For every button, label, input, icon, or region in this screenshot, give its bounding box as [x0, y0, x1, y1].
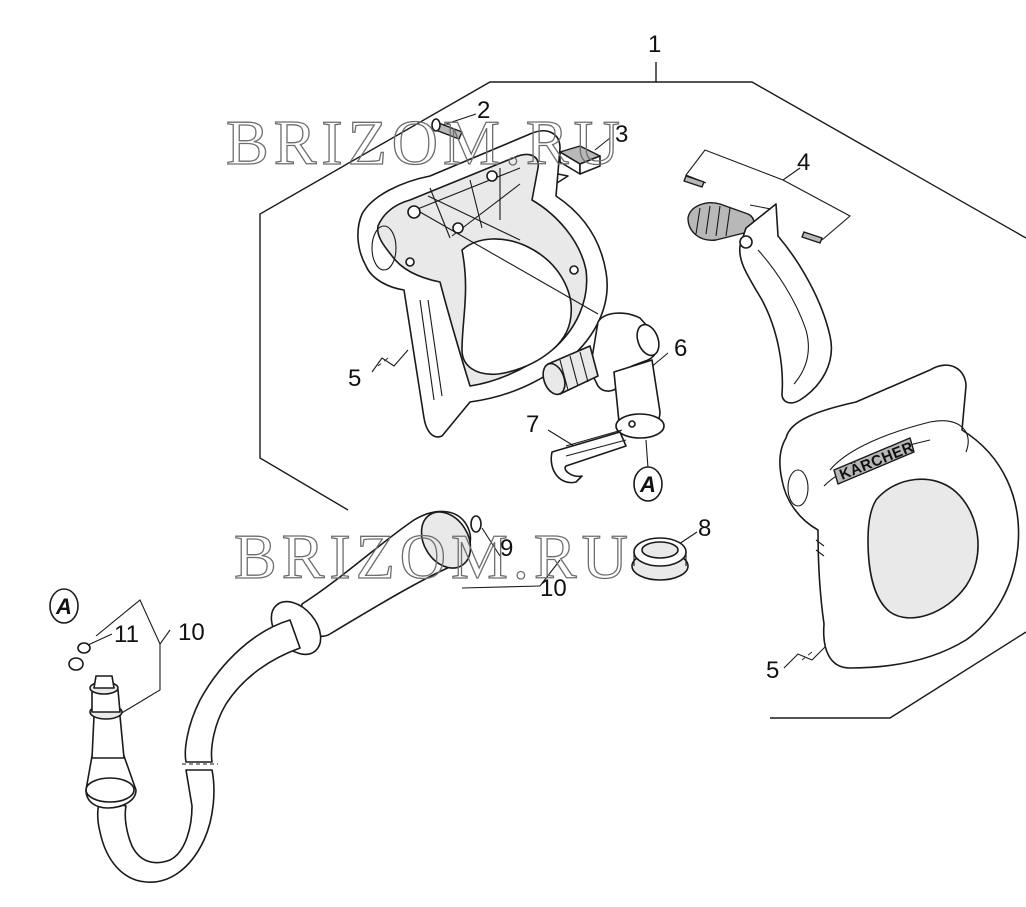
watermark-middle: BRIZOM.RU — [234, 521, 633, 592]
watermark-top: BRIZOM.RU — [226, 107, 625, 178]
watermarks: BRIZOM.RU BRIZOM.RU — [225, 106, 633, 592]
callout-11: 11 — [114, 621, 139, 648]
callout-10-middle: 10 — [540, 575, 567, 602]
part-trigger-lock-3 — [533, 145, 601, 191]
part-housing-half-left — [357, 130, 608, 438]
callout-8: 8 — [698, 515, 711, 542]
part-swivel-fitting-6 — [542, 312, 665, 439]
callout-5-upper: 5 — [348, 365, 361, 392]
marker-a-label: A — [55, 594, 72, 619]
callout-9: 9 — [500, 535, 513, 562]
callout-10-left: 10 — [178, 619, 205, 646]
callout-2: 2 — [477, 97, 490, 124]
callout-7: 7 — [526, 411, 539, 438]
part-screw-5 — [377, 357, 813, 661]
callout-1: 1 — [648, 31, 661, 58]
part-clip-7 — [550, 429, 627, 484]
part-pin-2 — [431, 118, 463, 140]
connection-marker-a-lower: A — [49, 588, 79, 624]
leader-lines — [87, 113, 851, 721]
part-nut-8 — [631, 537, 689, 581]
callout-3: 3 — [615, 121, 628, 148]
part-hose-10 — [96, 510, 472, 883]
part-housing-half-right: KÄRCHER — [779, 364, 1020, 669]
callout-5-lower: 5 — [766, 657, 779, 684]
marker-a-label: A — [639, 472, 656, 497]
callout-6: 6 — [674, 335, 687, 362]
connection-marker-a-upper: A — [633, 466, 663, 502]
part-trigger-4 — [683, 175, 833, 404]
assembly-outline — [259, 62, 1026, 719]
callout-labels: 1 2 3 4 5 6 7 8 9 10 10 11 5 — [114, 31, 810, 684]
part-hose-fitting-11 — [68, 642, 137, 809]
part-oring-9 — [470, 515, 482, 533]
callout-4: 4 — [797, 149, 810, 176]
